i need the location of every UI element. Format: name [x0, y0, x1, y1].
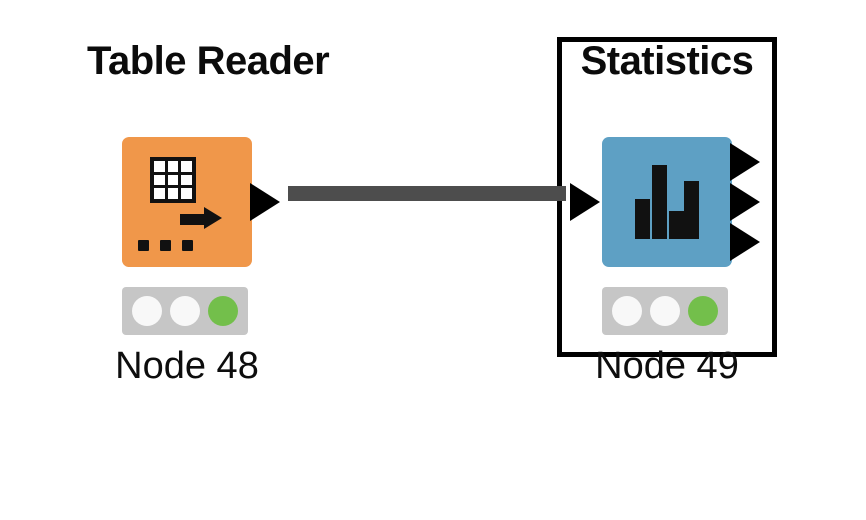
output-port-1-table-reader[interactable] — [250, 183, 280, 221]
output-port-3-statistics[interactable] — [730, 223, 760, 261]
node-icon-box-table-reader[interactable] — [122, 137, 252, 267]
input-port-1-statistics[interactable] — [570, 183, 600, 221]
node-label-node-49: Node 49 — [595, 345, 739, 387]
node-body-statistics[interactable] — [567, 137, 767, 267]
status-light-executed — [688, 296, 718, 326]
node-label-node-48: Node 48 — [115, 345, 259, 387]
status-light-idle-1 — [132, 296, 162, 326]
output-port-2-statistics[interactable] — [730, 183, 760, 221]
status-light-idle-2 — [650, 296, 680, 326]
status-bar-statistics — [602, 287, 728, 335]
output-port-1-statistics[interactable] — [730, 143, 760, 181]
connection-node48-to-node49[interactable] — [288, 186, 566, 201]
node-title-table-reader: Table Reader — [87, 39, 330, 83]
table-grid-icon — [150, 157, 196, 203]
node-icon-box-statistics[interactable] — [602, 137, 732, 267]
ellipsis-dots-icon — [138, 240, 208, 252]
read-arrow-icon — [180, 207, 224, 229]
status-light-idle-2 — [170, 296, 200, 326]
node-title-statistics: Statistics — [580, 39, 754, 83]
status-light-executed — [208, 296, 238, 326]
status-bar-table-reader — [122, 287, 248, 335]
node-body-table-reader[interactable] — [87, 137, 287, 267]
statistics-icon — [635, 165, 699, 239]
status-light-idle-1 — [612, 296, 642, 326]
